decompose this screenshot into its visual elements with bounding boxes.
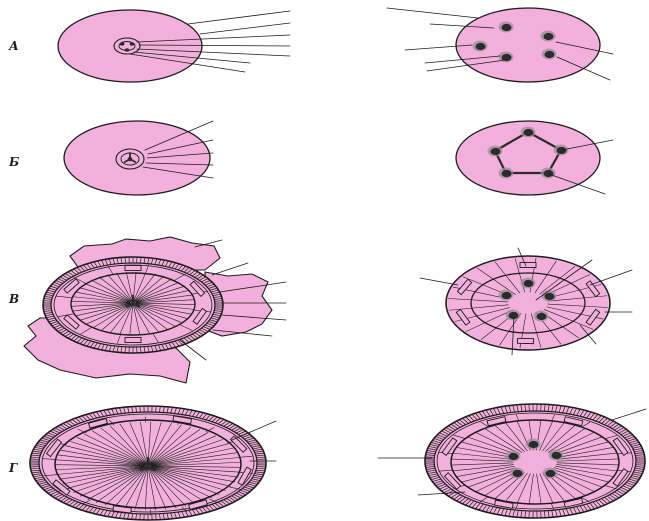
panel-b-left-cross-section bbox=[64, 121, 213, 195]
panel-v-left-cross-section bbox=[24, 237, 286, 383]
panel-a-left-cross-section bbox=[58, 10, 290, 82]
panel-g-right-cross-section bbox=[378, 404, 646, 518]
panel-label-v: В bbox=[8, 292, 19, 306]
xylem-center bbox=[146, 464, 150, 468]
phloem-strand bbox=[125, 266, 141, 271]
leader-line bbox=[188, 11, 290, 24]
vascular-bundle bbox=[552, 452, 562, 459]
leader-line bbox=[387, 8, 478, 18]
xylem-center bbox=[128, 157, 132, 161]
leader-line bbox=[612, 409, 646, 420]
xylem-strand bbox=[125, 48, 130, 51]
vascular-bundle bbox=[502, 24, 512, 31]
vascular-bundle bbox=[509, 453, 519, 460]
phloem-strand bbox=[518, 338, 534, 343]
vascular-bundle bbox=[476, 43, 486, 50]
leader-line bbox=[200, 23, 290, 34]
vascular-bundle bbox=[491, 148, 501, 155]
vascular-bundle bbox=[524, 129, 534, 136]
vascular-bundle bbox=[544, 170, 554, 177]
vascular-bundle bbox=[545, 51, 555, 58]
vascular-bundle bbox=[544, 33, 554, 40]
phloem-strand bbox=[125, 338, 141, 343]
vascular-bundle bbox=[529, 441, 539, 448]
panel-label-g: Г bbox=[8, 461, 18, 475]
vascular-bundle bbox=[557, 147, 567, 154]
panel-v-right-cross-section bbox=[420, 248, 632, 355]
panel-b-right-cross-section bbox=[456, 121, 613, 195]
vascular-bundle bbox=[545, 293, 555, 300]
phloem-strand bbox=[520, 263, 536, 268]
vascular-bundle bbox=[524, 280, 534, 287]
panel-label-b: Б bbox=[8, 155, 19, 169]
vascular-bundle bbox=[513, 470, 523, 477]
xylem-center bbox=[131, 301, 135, 305]
panel-g-left-cross-section bbox=[30, 406, 276, 520]
vascular-bundle bbox=[502, 292, 512, 299]
leader-line bbox=[420, 278, 458, 285]
xylem-strand bbox=[130, 42, 135, 45]
vascular-bundle bbox=[546, 470, 556, 477]
periderm-outer bbox=[425, 404, 645, 518]
panel-label-a: А bbox=[8, 39, 19, 53]
vascular-bundle bbox=[502, 170, 512, 177]
xylem-strand bbox=[120, 42, 125, 45]
leader-line bbox=[212, 263, 248, 275]
vascular-bundle bbox=[537, 313, 547, 320]
panel-a-right-cross-section bbox=[387, 8, 613, 82]
